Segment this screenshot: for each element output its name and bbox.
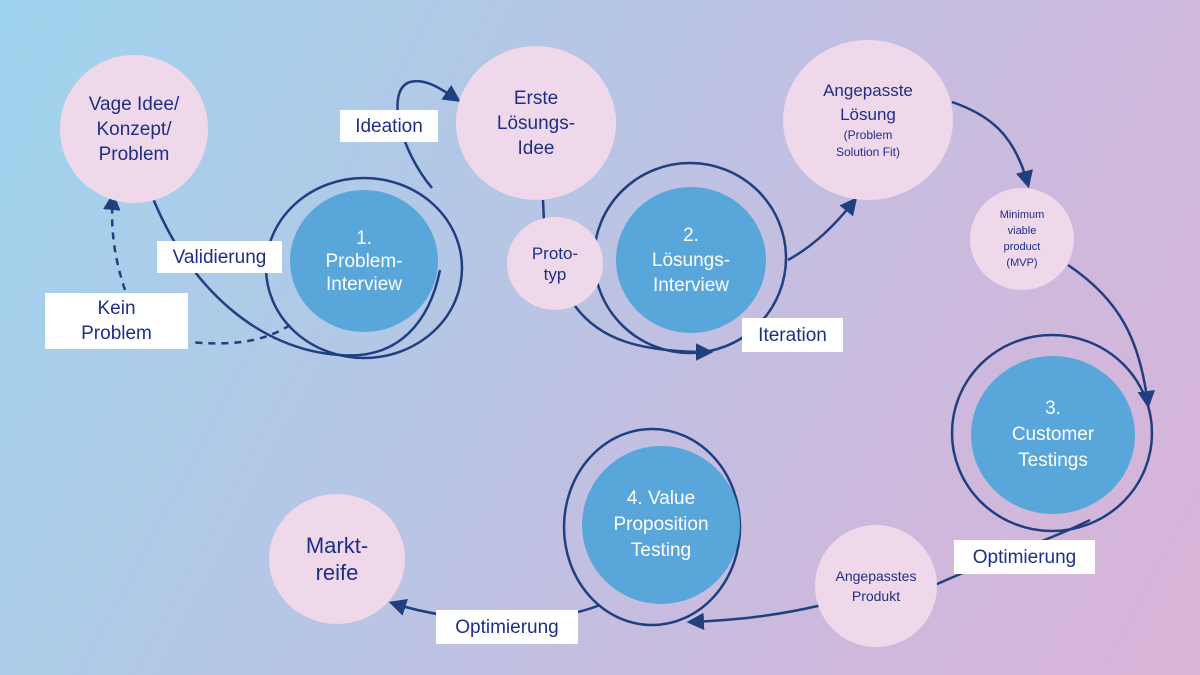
ideation-arrow — [396, 79, 461, 189]
label-ideation: Ideation — [340, 110, 438, 142]
label-kein-problem: Kein Problem — [45, 293, 188, 349]
node-erste-loesungsidee: Erste Lösungs- Idee — [456, 46, 616, 200]
label-optimierung-2: Optimierung — [436, 610, 578, 644]
stage-4-value-proposition: 4. Value Proposition Testing — [582, 446, 740, 604]
stage-1-text: 1. Problem- Interview — [325, 227, 403, 295]
label-optimierung-1: Optimierung — [954, 540, 1095, 574]
mvp-arrow — [951, 100, 1033, 189]
stage-2-text: 2. Lösungs- Interview — [651, 224, 731, 296]
node-prototyp-text: Proto- typ — [531, 243, 579, 284]
node-erste-loesungsidee-text: Erste Lösungs- Idee — [496, 87, 576, 159]
stage-4-arrow — [686, 603, 823, 631]
label-validierung: Validierung — [157, 241, 282, 273]
node-prototyp: Proto- typ — [507, 217, 603, 310]
node-angepasste-loesung-sub: (Problem Solution Fit) — [835, 128, 901, 159]
node-mvp: Minimum viable product (MVP) — [970, 188, 1074, 290]
loesung-arrow — [787, 197, 858, 262]
node-vage-idee-text: Vage Idee/ Konzept/ Problem — [88, 93, 180, 165]
node-angepasstes-produkt: Angepasstes Produkt — [815, 525, 937, 647]
stage-4-text: 4. Value Proposition Testing — [613, 488, 709, 561]
node-vage-idee: Vage Idee/ Konzept/ Problem — [60, 55, 208, 203]
stage-3-text: 3. Customer Testings — [1011, 398, 1095, 471]
node-angepasstes-produkt-text: Angepasstes Produkt — [835, 568, 917, 604]
stage-1-problem-interview: 1. Problem- Interview — [290, 190, 438, 332]
node-angepasste-loesung-title: Angepasste Lösung — [823, 81, 913, 124]
stage-3-ring — [950, 333, 1154, 533]
stage-4-ring — [562, 427, 742, 627]
node-marktreife-text: Markt- reife — [305, 533, 369, 585]
node-marktreife: Markt- reife — [269, 494, 405, 624]
node-mvp-text: Minimum viable product (MVP) — [999, 209, 1045, 269]
stage-2-loesungs-interview: 2. Lösungs- Interview — [616, 187, 766, 333]
node-angepasste-loesung: Angepasste Lösung (Problem Solution Fit) — [783, 40, 953, 200]
label-iteration: Iteration — [742, 318, 843, 352]
kein-problem-arrow — [112, 196, 291, 345]
iteration-arrow — [573, 305, 714, 361]
customer-testing-arrow — [1067, 263, 1155, 409]
stage-3-customer-testings: 3. Customer Testings — [971, 356, 1135, 514]
